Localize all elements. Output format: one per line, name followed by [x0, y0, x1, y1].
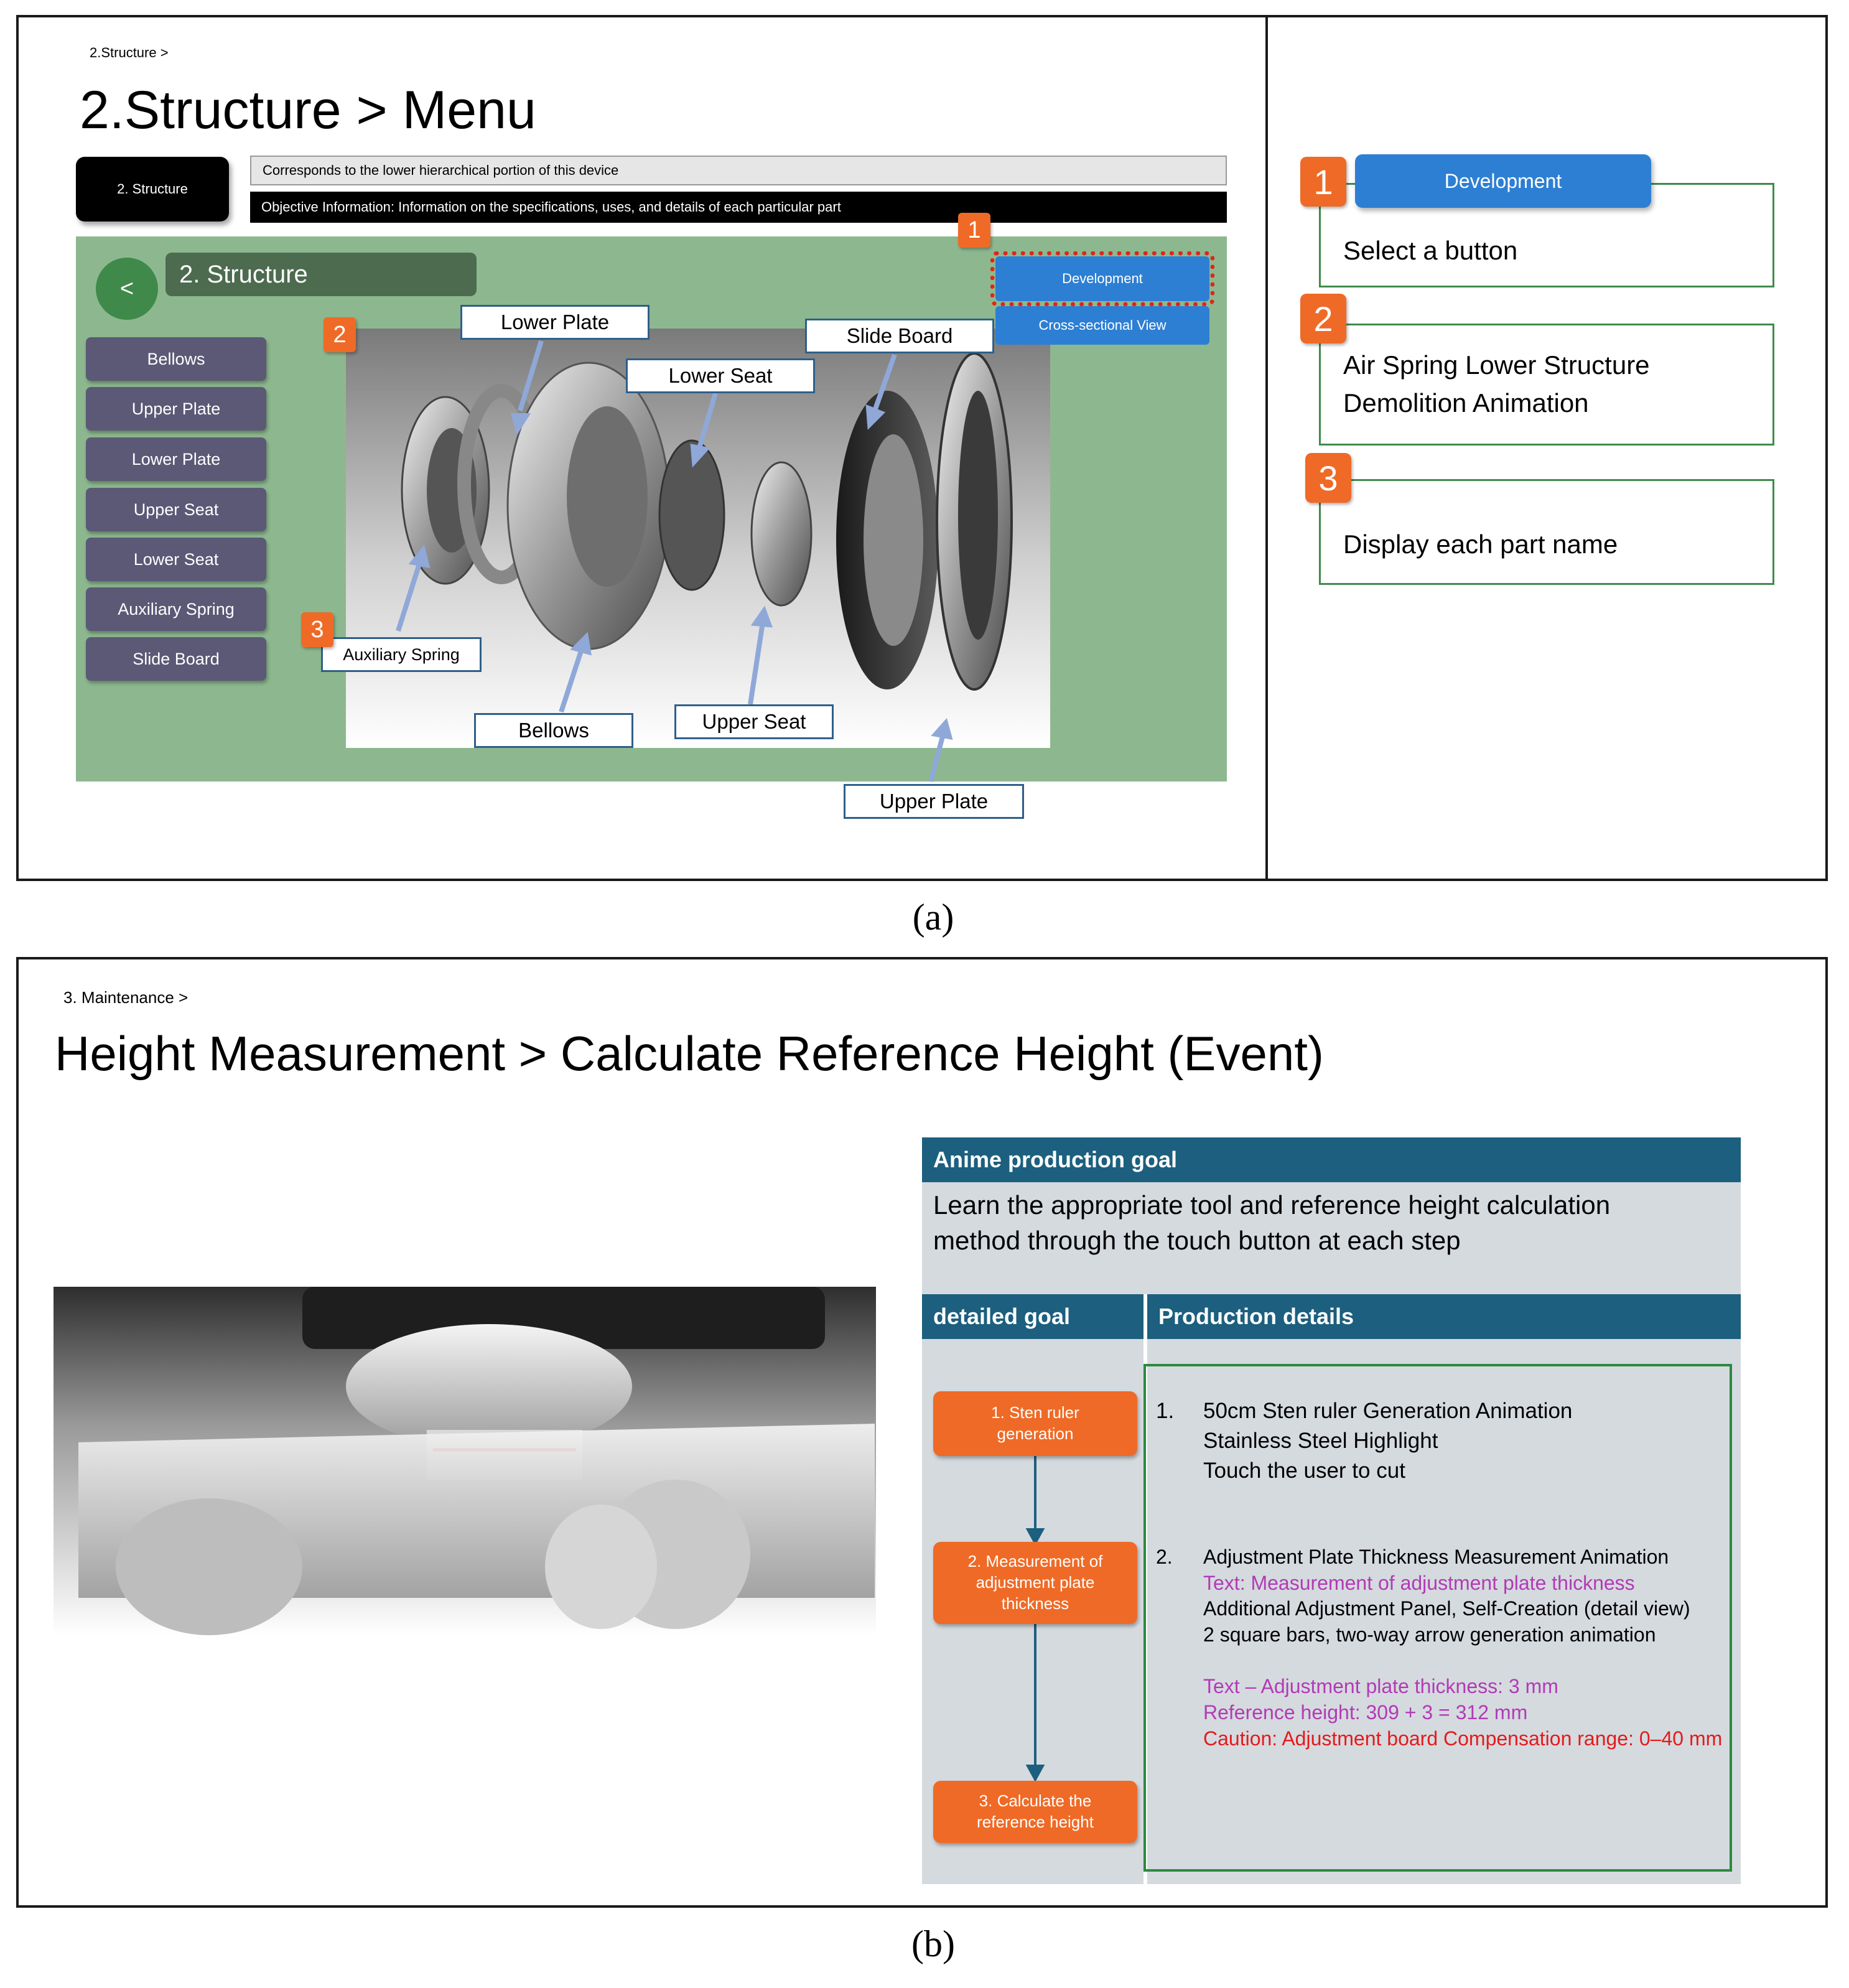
nav-item-slide-board[interactable]: Slide Board	[86, 637, 266, 681]
breadcrumb[interactable]: 2.Structure >	[90, 45, 169, 60]
caption-a: (a)	[912, 897, 954, 938]
caption-b: (b)	[911, 1923, 955, 1964]
note-2-line-1: Air Spring Lower Structure	[1343, 350, 1650, 380]
badge-1: 1	[958, 213, 990, 248]
step-1-button[interactable]: 1. Sten ruler generation	[933, 1391, 1137, 1456]
air-spring-bogie-illustration	[78, 1287, 875, 1635]
goal-body: Learn the appropriate tool and reference…	[922, 1182, 1741, 1294]
detail-line-6: Additional Adjustment Panel, Self-Creati…	[1203, 1597, 1690, 1620]
detail-line-9: Reference height: 309 + 3 = 312 mm	[1203, 1701, 1528, 1724]
bellows-shape	[346, 1324, 632, 1449]
detail-line-4: Adjustment Plate Thickness Measurement A…	[1203, 1546, 1669, 1568]
nav-item-upper-plate[interactable]: Upper Plate	[86, 387, 266, 431]
upper-plate-hole	[958, 391, 998, 640]
nav-item-lower-plate[interactable]: Lower Plate	[86, 437, 266, 481]
label-arrows	[396, 340, 953, 783]
nav-item-lower-seat[interactable]: Lower Seat	[86, 538, 266, 581]
note-2-badge: 2	[1300, 294, 1346, 343]
detail-line-7: 2 square bars, two-way arrow generation …	[1203, 1623, 1656, 1646]
note-1-development-button: Development	[1355, 154, 1651, 208]
section-title: 2. Structure	[165, 253, 477, 296]
detail-line-3: Touch the user to cut	[1203, 1458, 1405, 1483]
breadcrumb-b[interactable]: 3. Maintenance >	[63, 988, 189, 1007]
exploded-view-animation[interactable]	[346, 329, 1050, 748]
nav-item-auxiliary-spring[interactable]: Auxiliary Spring	[86, 587, 266, 631]
panel-a-notes	[1265, 15, 1828, 881]
note-2: Air Spring Lower Structure Demolition An…	[1319, 324, 1774, 446]
label-lower-plate: Lower Plate	[460, 305, 650, 340]
slide-board-hole	[864, 434, 923, 646]
note-3-text: Display each part name	[1343, 529, 1618, 559]
detail-line-5: Text: Measurement of adjustment plate th…	[1203, 1571, 1635, 1594]
step-flow-arrows	[1025, 1456, 1045, 1783]
detail-line-10: Caution: Adjustment board Compensation r…	[1203, 1727, 1723, 1750]
detail-block-2: Adjustment Plate Thickness Measurement A…	[1203, 1544, 1730, 1752]
col-header-detailed: detailed goal	[922, 1294, 1143, 1339]
note-1-text: Select a button	[1343, 235, 1518, 265]
badge-2: 2	[324, 317, 356, 352]
detail-block-1: 50cm Sten ruler Generation Animation Sta…	[1203, 1396, 1713, 1486]
step-3-button[interactable]: 3. Calculate the reference height	[933, 1781, 1137, 1843]
details-column	[1147, 1339, 1741, 1884]
cylinder-mid	[545, 1505, 657, 1629]
lower-seat-part	[658, 439, 725, 591]
detail-line-8: Text – Adjustment plate thickness: 3 mm	[1203, 1675, 1558, 1698]
step-2-button[interactable]: 2. Measurement of adjustment plate thick…	[933, 1542, 1137, 1624]
axle-box-left	[116, 1498, 302, 1635]
development-button[interactable]: Development	[995, 256, 1209, 301]
label-bellows: Bellows	[474, 713, 633, 748]
label-auxiliary-spring: Auxiliary Spring	[321, 637, 482, 672]
label-slide-board: Slide Board	[805, 319, 994, 353]
badge-3: 3	[301, 612, 333, 647]
page-title-b: Height Measurement > Calculate Reference…	[55, 1026, 1324, 1081]
note-3: Display each part name	[1319, 479, 1774, 585]
note-1-badge: 1	[1300, 157, 1346, 207]
nav-item-upper-seat[interactable]: Upper Seat	[86, 488, 266, 531]
detail-line-2: Stainless Steel Highlight	[1203, 1428, 1438, 1453]
page-title: 2.Structure > Menu	[80, 80, 536, 140]
note-2-line-2: Demolition Animation	[1343, 388, 1589, 418]
goal-text: Learn the appropriate tool and reference…	[933, 1190, 1611, 1256]
air-spring-parts-illustration	[401, 352, 1013, 691]
detail-num-2: 2.	[1156, 1546, 1173, 1568]
development-highlight	[990, 251, 1214, 306]
col-header-production: Production details	[1147, 1294, 1741, 1339]
detail-num-1: 1.	[1156, 1399, 1175, 1423]
bogie-render	[54, 1287, 876, 1635]
bellows-hole	[567, 406, 648, 587]
upper-seat-part	[750, 461, 813, 607]
label-upper-seat: Upper Seat	[674, 704, 834, 739]
label-upper-plate: Upper Plate	[844, 784, 1024, 819]
back-button[interactable]: <	[96, 258, 158, 320]
info-line: Corresponds to the lower hierarchical po…	[250, 156, 1227, 185]
detail-line-1: 50cm Sten ruler Generation Animation	[1203, 1399, 1573, 1423]
objective-line: Objective Information: Information on th…	[250, 192, 1227, 223]
tab-structure[interactable]: 2. Structure	[76, 157, 229, 222]
note-3-badge: 3	[1305, 453, 1351, 503]
goal-header: Anime production goal	[922, 1137, 1741, 1182]
production-details-box	[1143, 1364, 1732, 1872]
label-lower-seat: Lower Seat	[626, 358, 815, 393]
cross-sectional-view-button[interactable]: Cross-sectional View	[995, 306, 1209, 345]
nav-item-bellows[interactable]: Bellows	[86, 337, 266, 381]
